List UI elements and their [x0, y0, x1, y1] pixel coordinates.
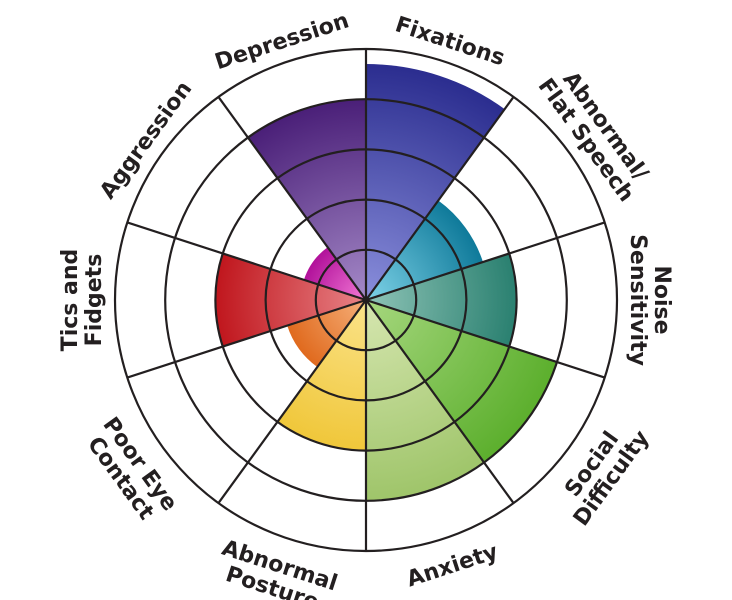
spokes-group — [126, 49, 606, 551]
category-label: Anxiety — [404, 540, 501, 593]
spoke — [217, 96, 367, 301]
spoke — [365, 96, 515, 301]
category-label: Depression — [212, 8, 352, 75]
center-dot — [363, 297, 369, 303]
label-abnormal-flat-speech: Abnormal/Flat Speech — [533, 67, 654, 206]
label-aggression: Aggression — [95, 77, 197, 204]
label-depression: Depression — [212, 8, 352, 75]
spoke — [126, 221, 367, 302]
sector-anxiety — [366, 300, 485, 501]
spoke — [365, 221, 606, 302]
spoke — [126, 298, 367, 379]
label-anxiety: Anxiety — [404, 540, 501, 593]
category-label: Sensitivity — [625, 234, 650, 366]
sector-abnormal-posture — [277, 300, 366, 451]
category-label: Noise — [649, 265, 674, 334]
sector-noise-sensitivity — [366, 253, 517, 347]
sector-poor-eye-contact — [287, 300, 366, 368]
sector-aggression — [303, 247, 366, 300]
sector-abnormal-flat-speech — [366, 200, 483, 300]
sector-fixations — [366, 64, 505, 300]
spoke — [217, 299, 367, 504]
spoke — [365, 298, 606, 379]
category-label: Fidgets — [82, 254, 107, 347]
sector-depression — [247, 99, 366, 300]
sector-tics-and-fidgets — [215, 253, 366, 347]
category-label: Aggression — [95, 77, 197, 204]
category-label: Tics and — [58, 249, 83, 352]
sector-social-difficulty — [366, 300, 557, 463]
spoke — [365, 299, 515, 504]
sectors-group — [215, 64, 557, 501]
